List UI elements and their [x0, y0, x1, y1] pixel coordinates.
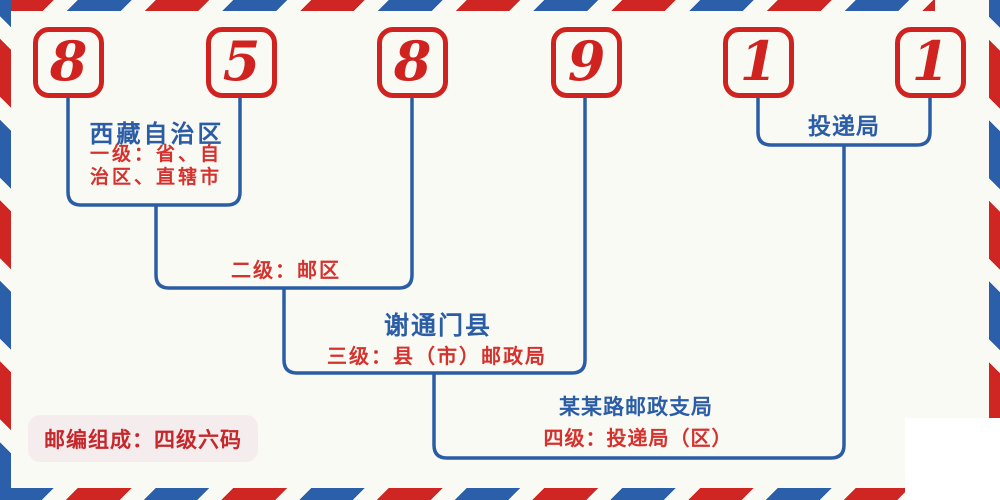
level2-description: 二级：邮区	[231, 260, 341, 282]
level3-county-name: 谢通门县	[383, 313, 493, 340]
postal-digit-box-2: 5	[206, 27, 277, 98]
postal-digit-box-5: 1	[723, 27, 794, 98]
bracket-level4-line	[432, 145, 846, 460]
postal-digit-4: 9	[567, 28, 606, 93]
postcode-composition-badge: 邮编组成：四级六码	[28, 415, 258, 462]
postal-digit-6: 1	[911, 28, 950, 93]
postal-digit-1: 8	[49, 28, 88, 93]
postal-digit-box-3: 8	[377, 27, 448, 98]
level4-branch-name: 某某路邮政支局	[559, 395, 713, 419]
postal-digit-5: 1	[739, 28, 778, 93]
bracket-level1-line	[66, 97, 242, 207]
delivery-office-label: 投递局	[808, 114, 880, 139]
postal-digit-2: 5	[222, 28, 261, 93]
postal-digit-box-6: 1	[895, 27, 966, 98]
level1-description-line2: 治区、直辖市	[89, 167, 223, 188]
postcode-composition-badge-text: 邮编组成：四级六码	[44, 427, 242, 452]
bracket-delivery-line	[756, 97, 932, 147]
level1-description: 一级：省、自 治区、直辖市	[90, 143, 222, 189]
postal-digit-box-4: 9	[551, 27, 622, 98]
bottom-right-white-patch	[905, 418, 1000, 500]
level3-description: 三级：县（市）邮政局	[327, 346, 547, 368]
level1-description-line1: 一级：省、自	[89, 144, 223, 165]
postal-digit-3: 8	[393, 28, 432, 93]
level1-region-name: 西藏自治区	[89, 122, 225, 148]
postal-digit-box-1: 8	[33, 27, 104, 98]
level4-description: 四级：投递局（区）	[543, 428, 733, 450]
